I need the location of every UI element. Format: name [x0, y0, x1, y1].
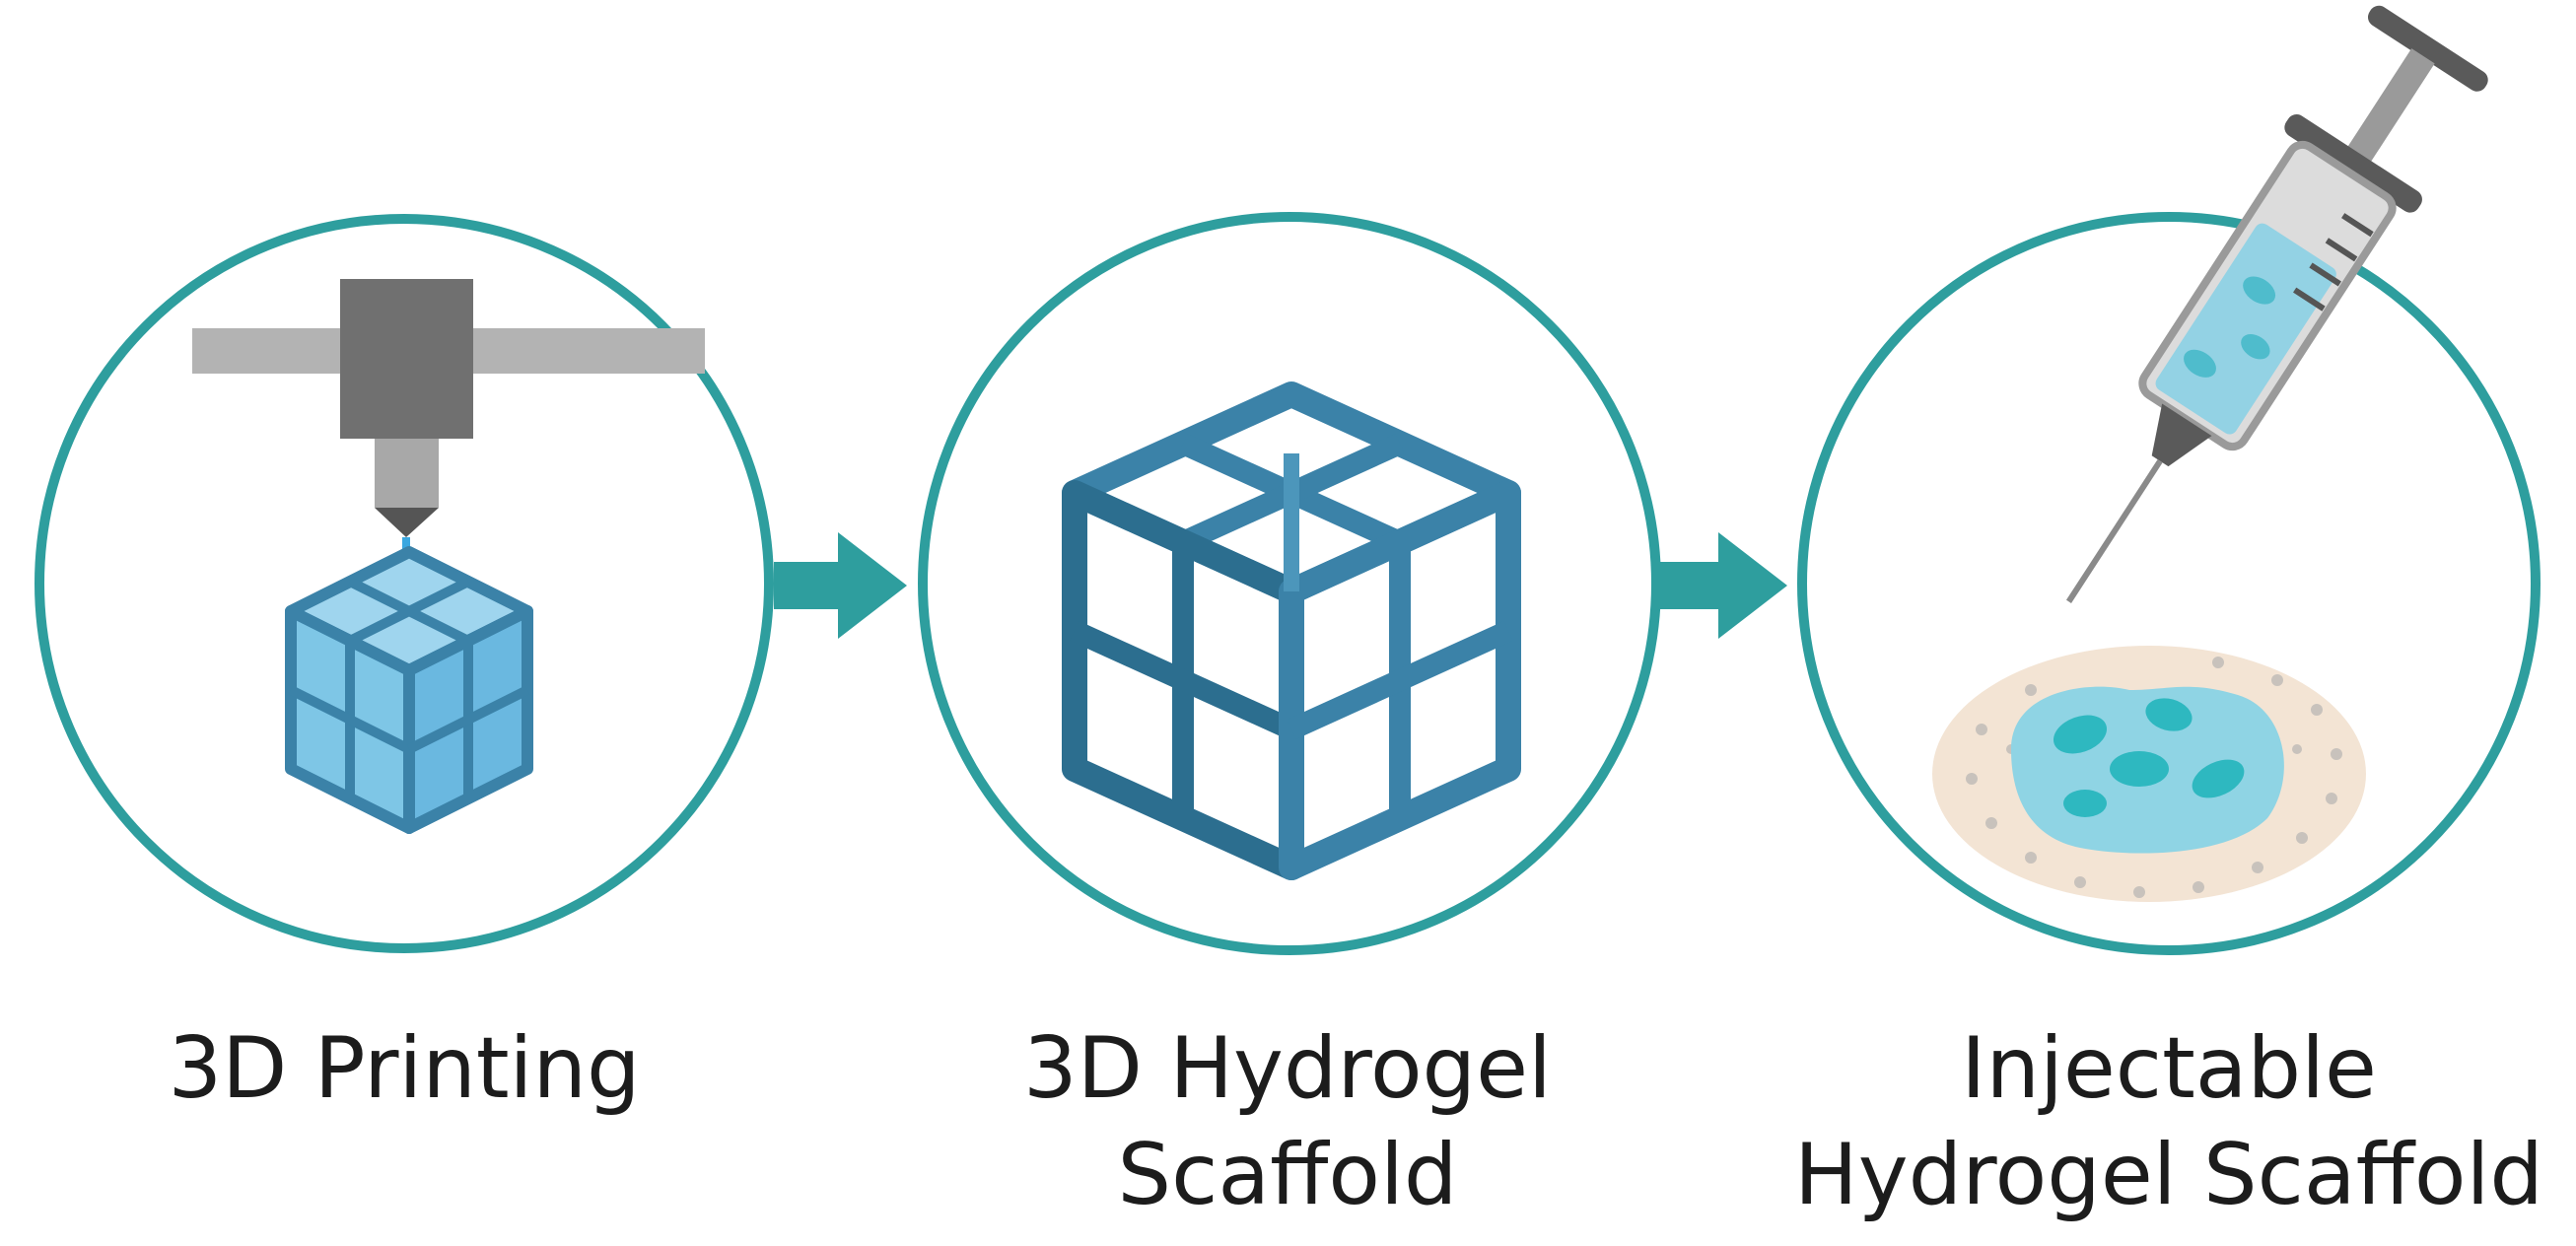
- step-label-line: 3D Hydrogel: [1023, 1019, 1552, 1118]
- step-label-line: Scaffold: [1117, 1126, 1458, 1224]
- 3d-printer-icon: [192, 279, 705, 624]
- step-label-line: 3D Printing: [168, 1019, 641, 1118]
- printed-cube-icon: [285, 546, 533, 834]
- step-3d-hydrogel-scaffold: [918, 212, 1661, 955]
- step-injectable-hydrogel-scaffold: [1797, 5, 2541, 955]
- arrow-right-icon: [1654, 532, 1787, 639]
- step-label-injectable-hydrogel-scaffold: Injectable Hydrogel Scaffold: [1725, 1015, 2576, 1228]
- tissue-site-icon: [1932, 646, 2366, 902]
- lattice-cube-icon: [1062, 381, 1521, 880]
- step-3d-printing: [35, 214, 774, 953]
- step-label-line: Injectable: [1961, 1019, 2377, 1118]
- step-label-line: Hydrogel Scaffold: [1794, 1126, 2543, 1224]
- step-label-3d-hydrogel-scaffold: 3D Hydrogel Scaffold: [844, 1015, 1731, 1228]
- step-label-3d-printing: 3D Printing: [0, 1015, 808, 1122]
- step-ring: [35, 214, 774, 953]
- syringe-icon: [2065, 5, 2488, 603]
- cells-icon: [2053, 698, 2245, 817]
- arrow-right-icon: [774, 532, 907, 639]
- step-ring: [1797, 212, 2541, 955]
